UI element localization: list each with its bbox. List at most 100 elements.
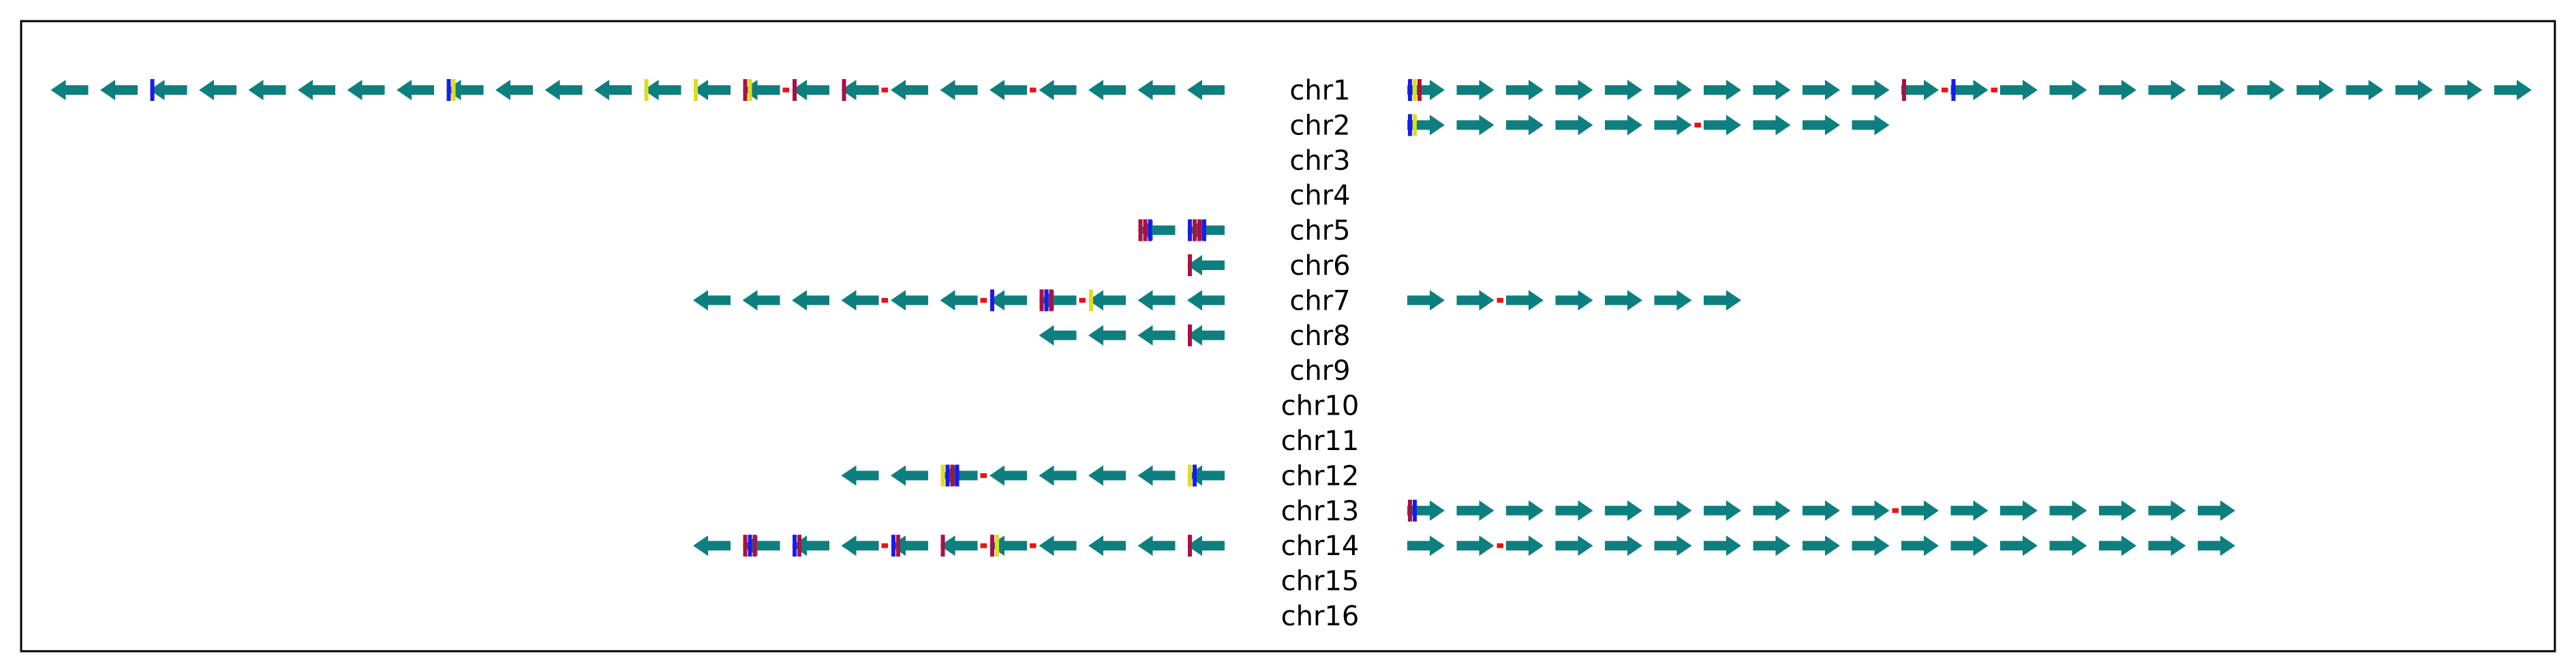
gene-arrow-forward (1753, 535, 1791, 556)
feature-mark-blue (1188, 219, 1192, 241)
gene-arrow-forward (1654, 290, 1692, 311)
gene-arrow-reverse (298, 80, 335, 100)
chromosome-label: chr7 (1289, 285, 1350, 316)
gene-arrow-forward (1753, 500, 1791, 521)
gene-arrow-forward (1456, 535, 1494, 556)
feature-mark-yellow (451, 79, 456, 101)
gene-arrow-forward (1506, 500, 1544, 521)
gene-arrow-forward (1704, 500, 1741, 521)
gene-arrow-forward (1407, 535, 1445, 556)
gene-arrow-forward (1555, 80, 1593, 100)
feature-mark-blue (1148, 219, 1152, 241)
gene-arrow-forward (2049, 80, 2087, 100)
gene-arrow-forward (1852, 500, 1890, 521)
gene-arrow-reverse (100, 80, 138, 100)
chromosome-row-chr7: chr7 (693, 285, 1741, 316)
chromosome-row-chr5: chr5 (1137, 215, 1351, 247)
feature-mark-blue (446, 79, 451, 101)
gene-arrow-forward (1605, 115, 1642, 136)
gene-arrow-reverse (643, 80, 681, 100)
feature-mark-darkred (1197, 219, 1201, 241)
gene-arrow-forward (2198, 535, 2235, 556)
feature-mark-yellow (940, 464, 945, 487)
gene-arrow-reverse (1137, 290, 1176, 311)
gene-arrow-forward (1456, 80, 1494, 100)
gene-arrow-forward (1803, 115, 1840, 136)
gene-arrow-reverse (693, 80, 731, 100)
feature-mark-darkred (990, 535, 994, 557)
gene-arrow-forward (1753, 115, 1791, 136)
gene-arrow-reverse (1187, 290, 1225, 311)
feature-mark-blue (1408, 79, 1412, 101)
gene-arrow-forward (1803, 535, 1840, 556)
gene-arrow-reverse (891, 465, 928, 486)
gene-arrow-reverse (495, 80, 533, 100)
gene-arrow-reverse (1088, 290, 1126, 311)
feature-mark-darkred (1138, 219, 1143, 241)
gene-arrow-reverse (347, 80, 385, 100)
feature-mark-blue (1408, 114, 1412, 136)
gene-arrow-forward (1605, 500, 1642, 521)
gene-arrow-forward (1555, 115, 1593, 136)
feature-mark-darkred (950, 464, 955, 487)
feature-mark-yellow (748, 79, 752, 101)
chromosome-label: chr14 (1281, 531, 1360, 562)
gene-arrow-forward (1407, 80, 1445, 100)
gene-arrow-reverse (1039, 465, 1077, 486)
chromosome-label: chr6 (1289, 250, 1350, 282)
gene-arrow-reverse (891, 80, 928, 100)
gene-arrow-reverse (841, 80, 879, 100)
gene-arrow-forward (1456, 500, 1494, 521)
gene-arrow-forward (1901, 80, 1939, 100)
gene-arrow-forward (1456, 290, 1494, 311)
gene-arrow-forward (1605, 535, 1642, 556)
chromosome-row-chr12: chr12 (841, 460, 1359, 492)
feature-mark-darkred (752, 535, 757, 557)
chromosome-label: chr9 (1289, 355, 1350, 387)
feature-mark-darkred (1417, 79, 1422, 101)
gene-arrow-forward (1901, 500, 1939, 521)
gene-arrow-reverse (1039, 80, 1077, 100)
feature-mark-darkred (1143, 219, 1148, 241)
gene-arrow-reverse (990, 80, 1027, 100)
gene-arrow-forward (1852, 535, 1890, 556)
feature-mark-darkred (842, 79, 846, 101)
gene-arrow-forward (1456, 115, 1494, 136)
feature-mark-yellow (1413, 79, 1417, 101)
feature-mark-darkred (797, 535, 801, 557)
gene-arrow-forward (2297, 80, 2334, 100)
gene-arrow-forward (2148, 535, 2186, 556)
gene-arrow-reverse (1187, 535, 1225, 556)
gene-arrow-forward (2148, 500, 2186, 521)
feature-mark-blue (1202, 219, 1206, 241)
feature-mark-darkred (1188, 324, 1192, 346)
chromosome-label: chr4 (1289, 180, 1350, 211)
gene-arrow-forward (2049, 535, 2087, 556)
gene-arrow-reverse (1187, 80, 1225, 100)
chromosome-row-chr4: chr4 (1289, 180, 1350, 211)
gene-arrow-forward (1605, 80, 1642, 100)
feature-mark-blue (1413, 499, 1417, 522)
feature-mark-yellow (644, 79, 649, 101)
chromosome-label: chr3 (1289, 145, 1350, 177)
chromosome-row-chr1: chr1 (50, 75, 2532, 106)
feature-mark-blue (793, 535, 797, 557)
feature-mark-darkred (1039, 289, 1044, 312)
gene-arrow-reverse (891, 290, 928, 311)
gene-arrow-reverse (841, 535, 879, 556)
gene-arrow-reverse (1187, 325, 1225, 346)
chromosome-label: chr13 (1281, 496, 1360, 527)
gene-arrow-reverse (792, 80, 829, 100)
gene-arrow-reverse (1088, 465, 1126, 486)
chromosome-row-chr11: chr11 (1281, 426, 1360, 457)
gene-arrow-forward (2346, 80, 2384, 100)
gene-arrow-reverse (1187, 255, 1225, 275)
gene-arrow-forward (1803, 500, 1840, 521)
gene-arrow-forward (1506, 80, 1544, 100)
feature-mark-darkred (940, 535, 945, 557)
gene-arrow-forward (1852, 115, 1890, 136)
gene-arrow-reverse (841, 290, 879, 311)
gene-arrow-forward (2148, 80, 2186, 100)
feature-mark-darkred (1188, 254, 1192, 276)
gene-arrow-forward (2099, 80, 2136, 100)
